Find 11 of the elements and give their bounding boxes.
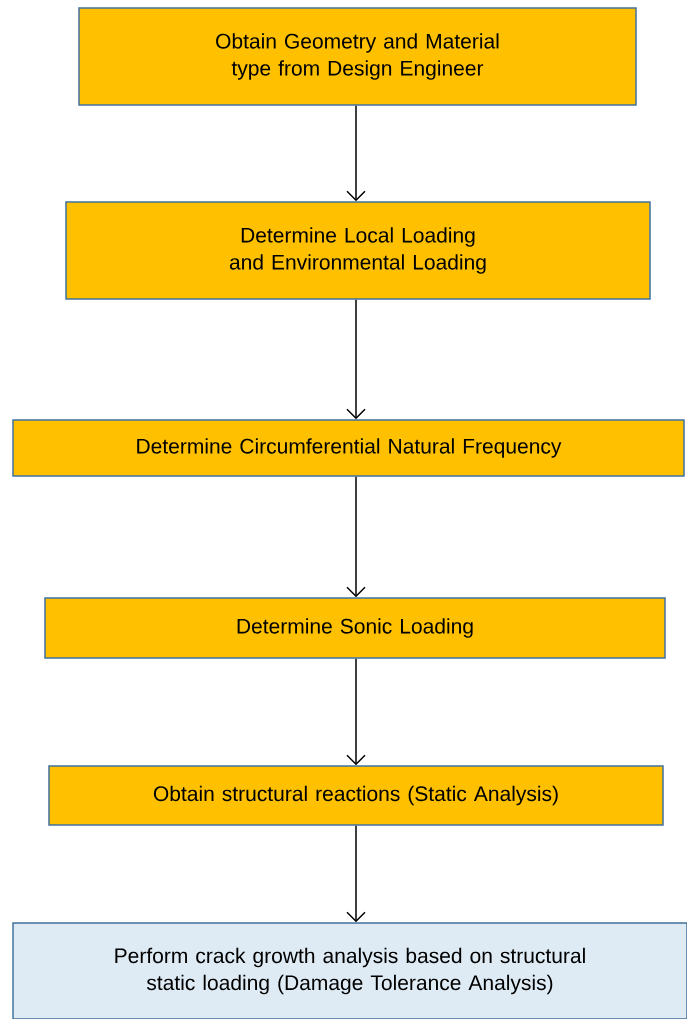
process-box: Perform crack growth analysis based on structural static loading (Damage Tolerance Analysis)	[12, 922, 687, 1019]
arrow	[346, 658, 366, 766]
process-box: Determine Sonic Loading	[44, 597, 666, 659]
arrow	[346, 825, 366, 923]
process-box: Determine Local Loading and Environmental Loading	[65, 201, 651, 300]
arrow	[346, 299, 366, 420]
arrow	[346, 476, 366, 598]
process-box: Determine Circumferential Natural Frequency	[12, 419, 685, 477]
process-box: Obtain structural reactions (Static Analysis)	[48, 765, 664, 826]
arrow	[346, 105, 366, 202]
process-box: Obtain Geometry and Material type from Design Engineer	[78, 7, 637, 106]
